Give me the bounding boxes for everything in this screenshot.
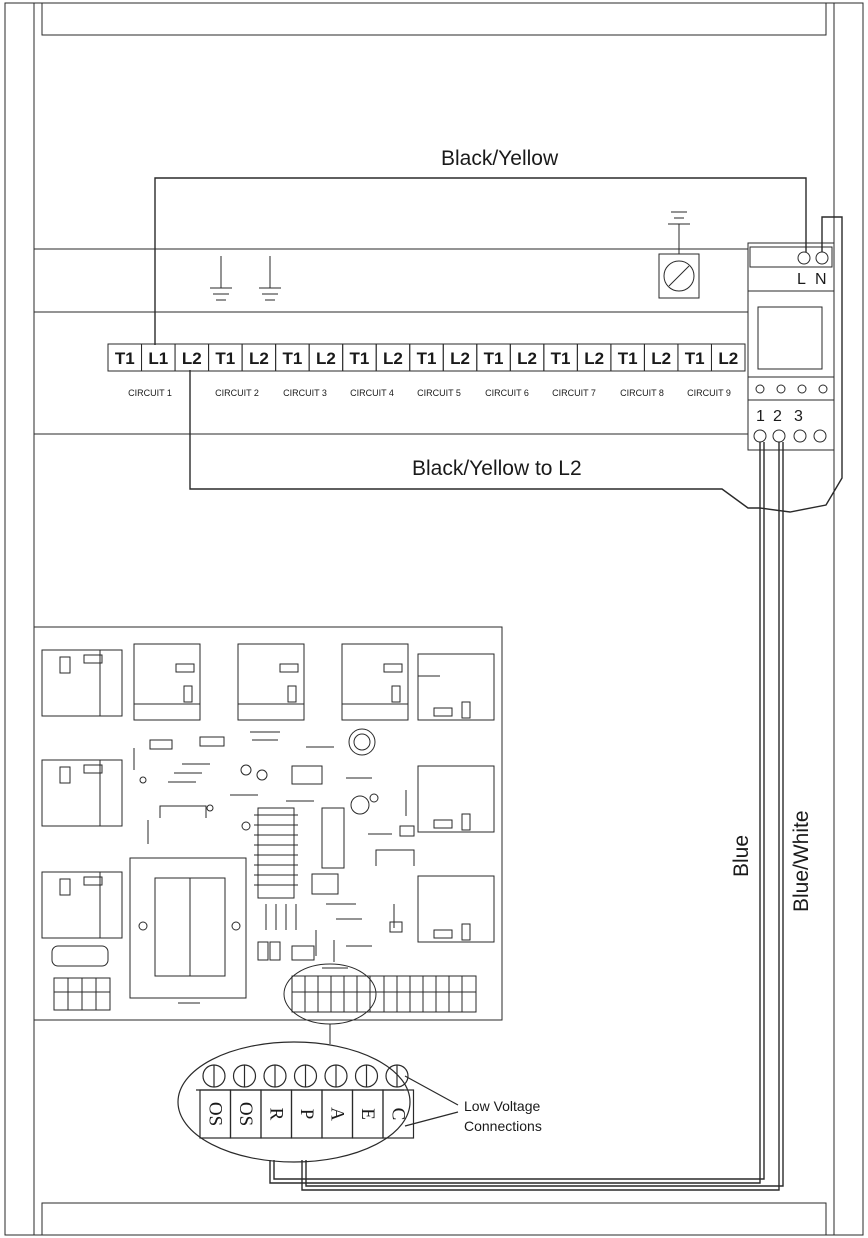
zoom-source-ellipse — [283, 963, 377, 1025]
terminal-label: L2 — [316, 349, 336, 368]
relay-icon — [341, 643, 409, 721]
potentiometer-icon — [348, 728, 376, 756]
terminal-label: L2 — [651, 349, 671, 368]
circuit-label: CIRCUIT 2 — [215, 388, 259, 398]
terminal-label: T1 — [350, 349, 370, 368]
terminal-label: T1 — [282, 349, 302, 368]
circuit-label: CIRCUIT 8 — [620, 388, 664, 398]
terminal-block: T1 L1 L2 T1 L2 T1 L2 T1 L2 T1 L2 T1 L2 T1 L2 T1 L2 T1 L2CI… — [107, 343, 746, 398]
microcontroller-icon — [254, 807, 298, 899]
terminal-label: L2 — [450, 349, 470, 368]
jumper-icon — [375, 849, 415, 866]
relay-icon — [41, 649, 123, 717]
wire-black-yellow-to-l2 — [189, 370, 760, 509]
relay-icon — [417, 765, 495, 833]
terminal-label: T1 — [685, 349, 705, 368]
wire-blue — [269, 442, 761, 1184]
relay-icon — [417, 653, 495, 721]
terminal-label: L1 — [148, 349, 168, 368]
terminal-strip-icon — [53, 977, 111, 1011]
terminal-label: L2 — [249, 349, 269, 368]
pin-label: R — [265, 1108, 286, 1121]
wire-blue-white — [301, 442, 780, 1191]
timer-label-3: 3 — [794, 408, 803, 425]
circuit-label: CIRCUIT 4 — [350, 388, 394, 398]
relay-icon — [41, 759, 123, 827]
terminal-label: T1 — [115, 349, 135, 368]
terminal-label: L2 — [718, 349, 738, 368]
ground-icon — [210, 256, 232, 301]
timer-terminal-1 — [753, 429, 767, 443]
circuit-label: CIRCUIT 7 — [552, 388, 596, 398]
circuit-label: CIRCUIT 9 — [687, 388, 731, 398]
pin-label: A — [326, 1107, 347, 1121]
pin-label: OS — [204, 1102, 225, 1126]
relay-icon — [133, 643, 201, 721]
terminal-label: L2 — [517, 349, 537, 368]
circuit-label: CIRCUIT 5 — [417, 388, 461, 398]
relay-icon — [417, 875, 495, 943]
pin-box — [382, 1089, 415, 1139]
relay-icon — [237, 643, 305, 721]
timer-label-n: N — [815, 271, 827, 288]
label-black-yellow-to-l2: Black/Yellow to L2 — [412, 457, 582, 480]
timer-display — [757, 306, 823, 370]
top-cover — [41, 2, 827, 36]
callout-text-line2: Connections — [464, 1118, 542, 1134]
timer-terminal-n — [815, 251, 829, 265]
wire-neutral-loop — [759, 216, 843, 513]
chip-icon — [311, 873, 339, 895]
pin-label: C — [387, 1108, 408, 1121]
low-voltage-terminal-strip-icon — [291, 975, 477, 1013]
label-blue-white: Blue/White — [790, 810, 813, 912]
terminal-l2 — [710, 343, 746, 372]
circuit-label: CIRCUIT 6 — [485, 388, 529, 398]
timer-label-1: 1 — [756, 408, 765, 425]
ground-icon — [259, 256, 281, 301]
terminal-label: T1 — [215, 349, 235, 368]
terminal-label: T1 — [417, 349, 437, 368]
timer-terminal-l — [797, 251, 811, 265]
transformer-icon — [129, 857, 247, 1004]
terminal-label: T1 — [618, 349, 638, 368]
terminal-label: T1 — [484, 349, 504, 368]
dip-switch-icon — [321, 807, 345, 869]
terminal-label: L2 — [383, 349, 403, 368]
label-blue: Blue — [730, 835, 753, 877]
timer-label-l: L — [797, 271, 806, 288]
circuit-label: CIRCUIT 3 — [283, 388, 327, 398]
timer-terminal-3 — [793, 429, 807, 443]
jumper-icon — [159, 805, 207, 818]
terminal-label: T1 — [551, 349, 571, 368]
relay-icon — [41, 871, 123, 939]
fuse-icon — [51, 945, 109, 967]
pin-label: E — [357, 1108, 378, 1120]
ground-icon — [668, 211, 690, 254]
wire-blue-inner — [273, 442, 765, 1180]
pin-label: P — [296, 1109, 317, 1120]
timer-label-2: 2 — [773, 408, 782, 425]
ground-screw-icon — [658, 253, 700, 299]
pin-label: OS — [235, 1102, 256, 1126]
bottom-cover — [41, 1202, 827, 1236]
chip-icon — [291, 765, 323, 785]
timer-terminal-2 — [772, 429, 786, 443]
circuit-label: CIRCUIT 1 — [128, 388, 172, 398]
terminal-label: L2 — [182, 349, 202, 368]
terminal-label: L2 — [584, 349, 604, 368]
wire-black-yellow — [154, 177, 807, 345]
wire-blue-white-inner — [305, 442, 784, 1187]
back-panel — [33, 2, 835, 1236]
timer-module — [747, 242, 835, 451]
callout-text-line1: Low Voltage — [464, 1098, 540, 1114]
label-black-yellow: Black/Yellow — [441, 147, 559, 170]
control-board — [33, 626, 503, 1044]
enclosure-outline — [4, 2, 864, 1236]
